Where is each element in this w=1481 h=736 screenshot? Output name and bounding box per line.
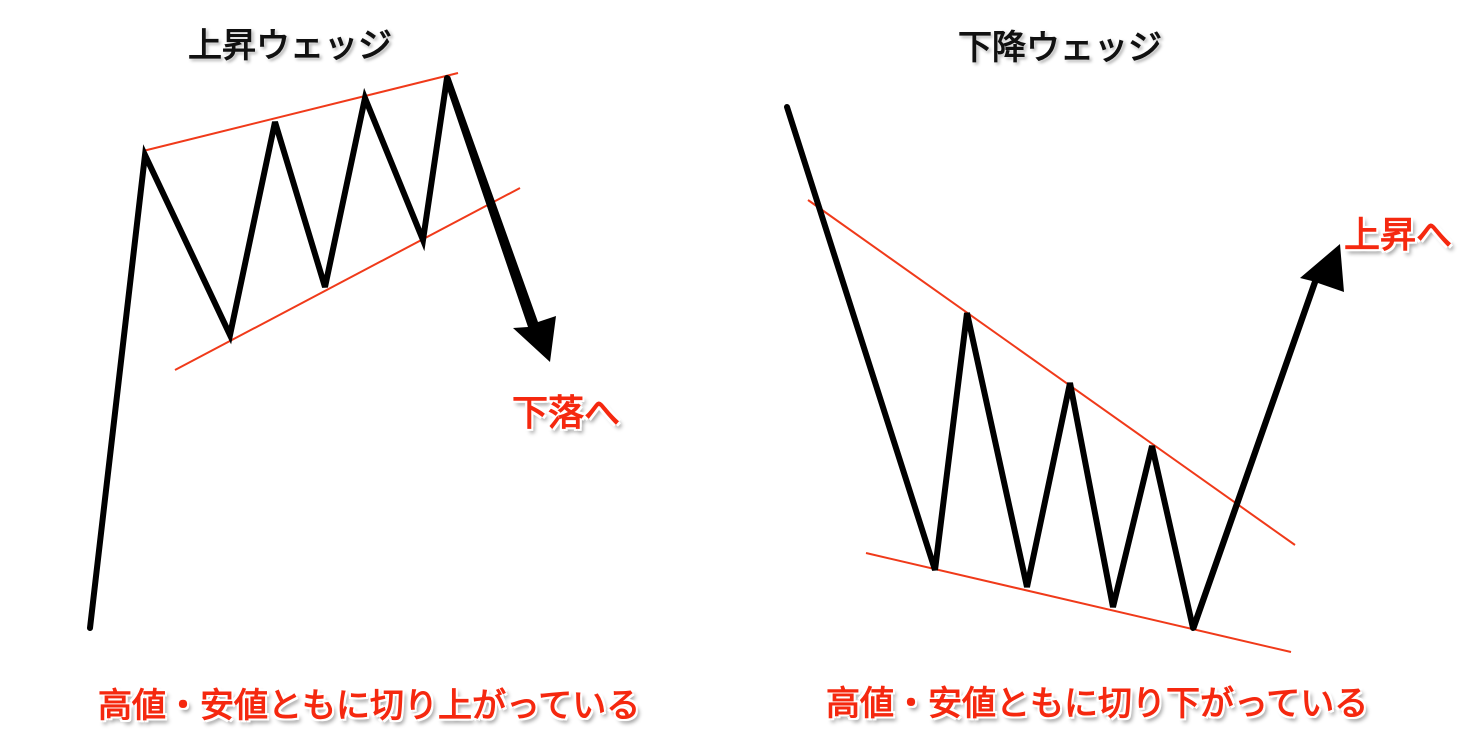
rising-wedge-price-line (87, 75, 450, 631)
falling-wedge-upper-line (807, 199, 1296, 546)
rise-label: 上昇へ (1344, 215, 1453, 256)
rising-wedge-upper-line (142, 72, 459, 152)
falling-wedge-caption: 高値・安値ともに切り下がっている (826, 684, 1369, 724)
rising-wedge-caption: 高値・安値ともに切り上がっている (98, 686, 641, 726)
falling-wedge-title: 下降ウェッジ (958, 28, 1162, 68)
falling-wedge-price-line (784, 104, 1196, 631)
falling-wedge-lower-line (865, 552, 1292, 653)
fall-label: 下落へ (512, 393, 621, 434)
up-arrow-icon (1190, 244, 1344, 630)
rising-wedge-lower-line (174, 187, 521, 371)
down-arrow-icon (444, 76, 556, 362)
rising-wedge-title: 上昇ウェッジ (188, 26, 392, 66)
